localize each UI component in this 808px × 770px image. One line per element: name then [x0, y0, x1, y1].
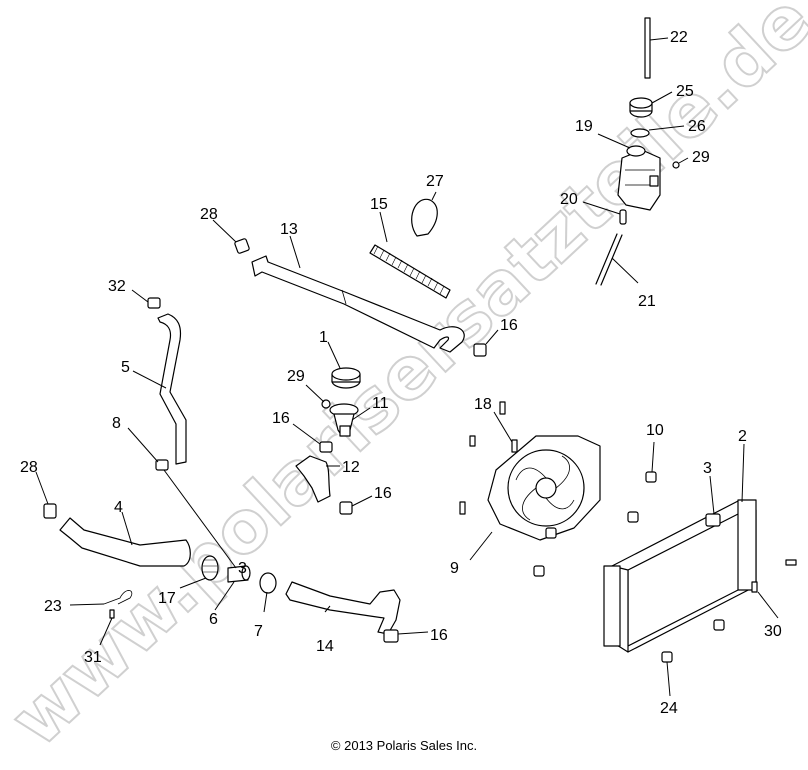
callout-30: 30 [764, 623, 782, 640]
callout-15: 15 [370, 196, 388, 213]
part-25-cap [629, 97, 653, 118]
callout-8: 8 [112, 415, 121, 432]
callout-6: 6 [209, 611, 218, 628]
callout-31: 31 [84, 649, 102, 666]
callout-27: 27 [426, 173, 444, 190]
callout-23: 23 [44, 598, 62, 615]
part-29-screw-right [672, 161, 680, 169]
callout-4: 4 [114, 499, 123, 516]
callout-labels: 22 25 19 26 29 27 20 15 28 13 32 21 16 1… [20, 29, 782, 717]
part-12-elbow [295, 455, 331, 503]
part-13-hose [251, 255, 465, 353]
part-27-clamp [411, 198, 438, 237]
part-16-clamp-c [339, 501, 353, 515]
callout-21: 21 [638, 293, 656, 310]
callout-14: 14 [316, 638, 334, 655]
callout-10: 10 [646, 422, 664, 439]
part-7-ring [259, 572, 277, 594]
callout-16-c: 16 [374, 485, 392, 502]
part-16-clamp-a [473, 343, 487, 357]
callout-3-upper: 3 [703, 460, 712, 477]
part-17-coupling [201, 555, 219, 581]
callout-32: 32 [108, 278, 126, 295]
part-28-clamp-top [234, 238, 250, 254]
callout-16-d: 16 [430, 627, 448, 644]
part-31-pin [109, 609, 115, 619]
part-8-clamp [155, 459, 169, 471]
part-20-fitting [619, 209, 627, 225]
callout-22: 22 [670, 29, 688, 46]
callout-3-lower: 3 [238, 560, 247, 577]
part-23-clip [103, 590, 133, 605]
part-1-filler-cap [331, 367, 361, 389]
callout-25: 25 [676, 83, 694, 100]
part-14-hose [285, 581, 401, 635]
callout-12: 12 [342, 459, 360, 476]
callout-1: 1 [319, 329, 328, 346]
callout-13: 13 [280, 221, 298, 238]
part-28-clamp-left [43, 503, 57, 519]
callout-19: 19 [575, 118, 593, 135]
part-24-bushings [661, 619, 725, 663]
part-9-fan-assembly [487, 435, 601, 541]
callout-29-right: 29 [692, 149, 710, 166]
callout-29-mid: 29 [287, 368, 305, 385]
part-4-hose [59, 517, 191, 567]
part-32-clamp [147, 297, 161, 309]
callout-24: 24 [660, 700, 678, 717]
part-15-spring-sleeve [369, 244, 451, 299]
callout-7: 7 [254, 623, 263, 640]
part-18-bolts [459, 401, 518, 515]
part-5-hose [157, 313, 187, 465]
callout-18: 18 [474, 396, 492, 413]
part-21-tube [595, 233, 623, 286]
callout-28-top: 28 [200, 206, 218, 223]
callout-11: 11 [372, 395, 389, 412]
callout-5: 5 [121, 359, 130, 376]
callout-9: 9 [450, 560, 459, 577]
part-2-radiator [603, 499, 757, 653]
callout-28-left: 28 [20, 459, 38, 476]
part-11-filler-neck [329, 403, 359, 437]
callout-16-b: 16 [272, 410, 290, 427]
callout-20: 20 [560, 191, 578, 208]
part-22-rod [644, 17, 651, 79]
callout-2: 2 [738, 428, 747, 445]
part-26-o-ring [630, 128, 650, 138]
part-16-clamp-d [383, 629, 399, 643]
part-10-bushings [533, 471, 657, 577]
part-3-bracket [705, 513, 721, 527]
part-30-bolts [751, 559, 797, 593]
callout-16-a: 16 [500, 317, 518, 334]
copyright-notice: © 2013 Polaris Sales Inc. [330, 738, 478, 753]
callout-17: 17 [158, 590, 176, 607]
part-19-reservoir [617, 145, 661, 211]
part-6-tube [227, 565, 251, 583]
part-16-clamp-b [319, 441, 333, 453]
callout-26: 26 [688, 118, 706, 135]
